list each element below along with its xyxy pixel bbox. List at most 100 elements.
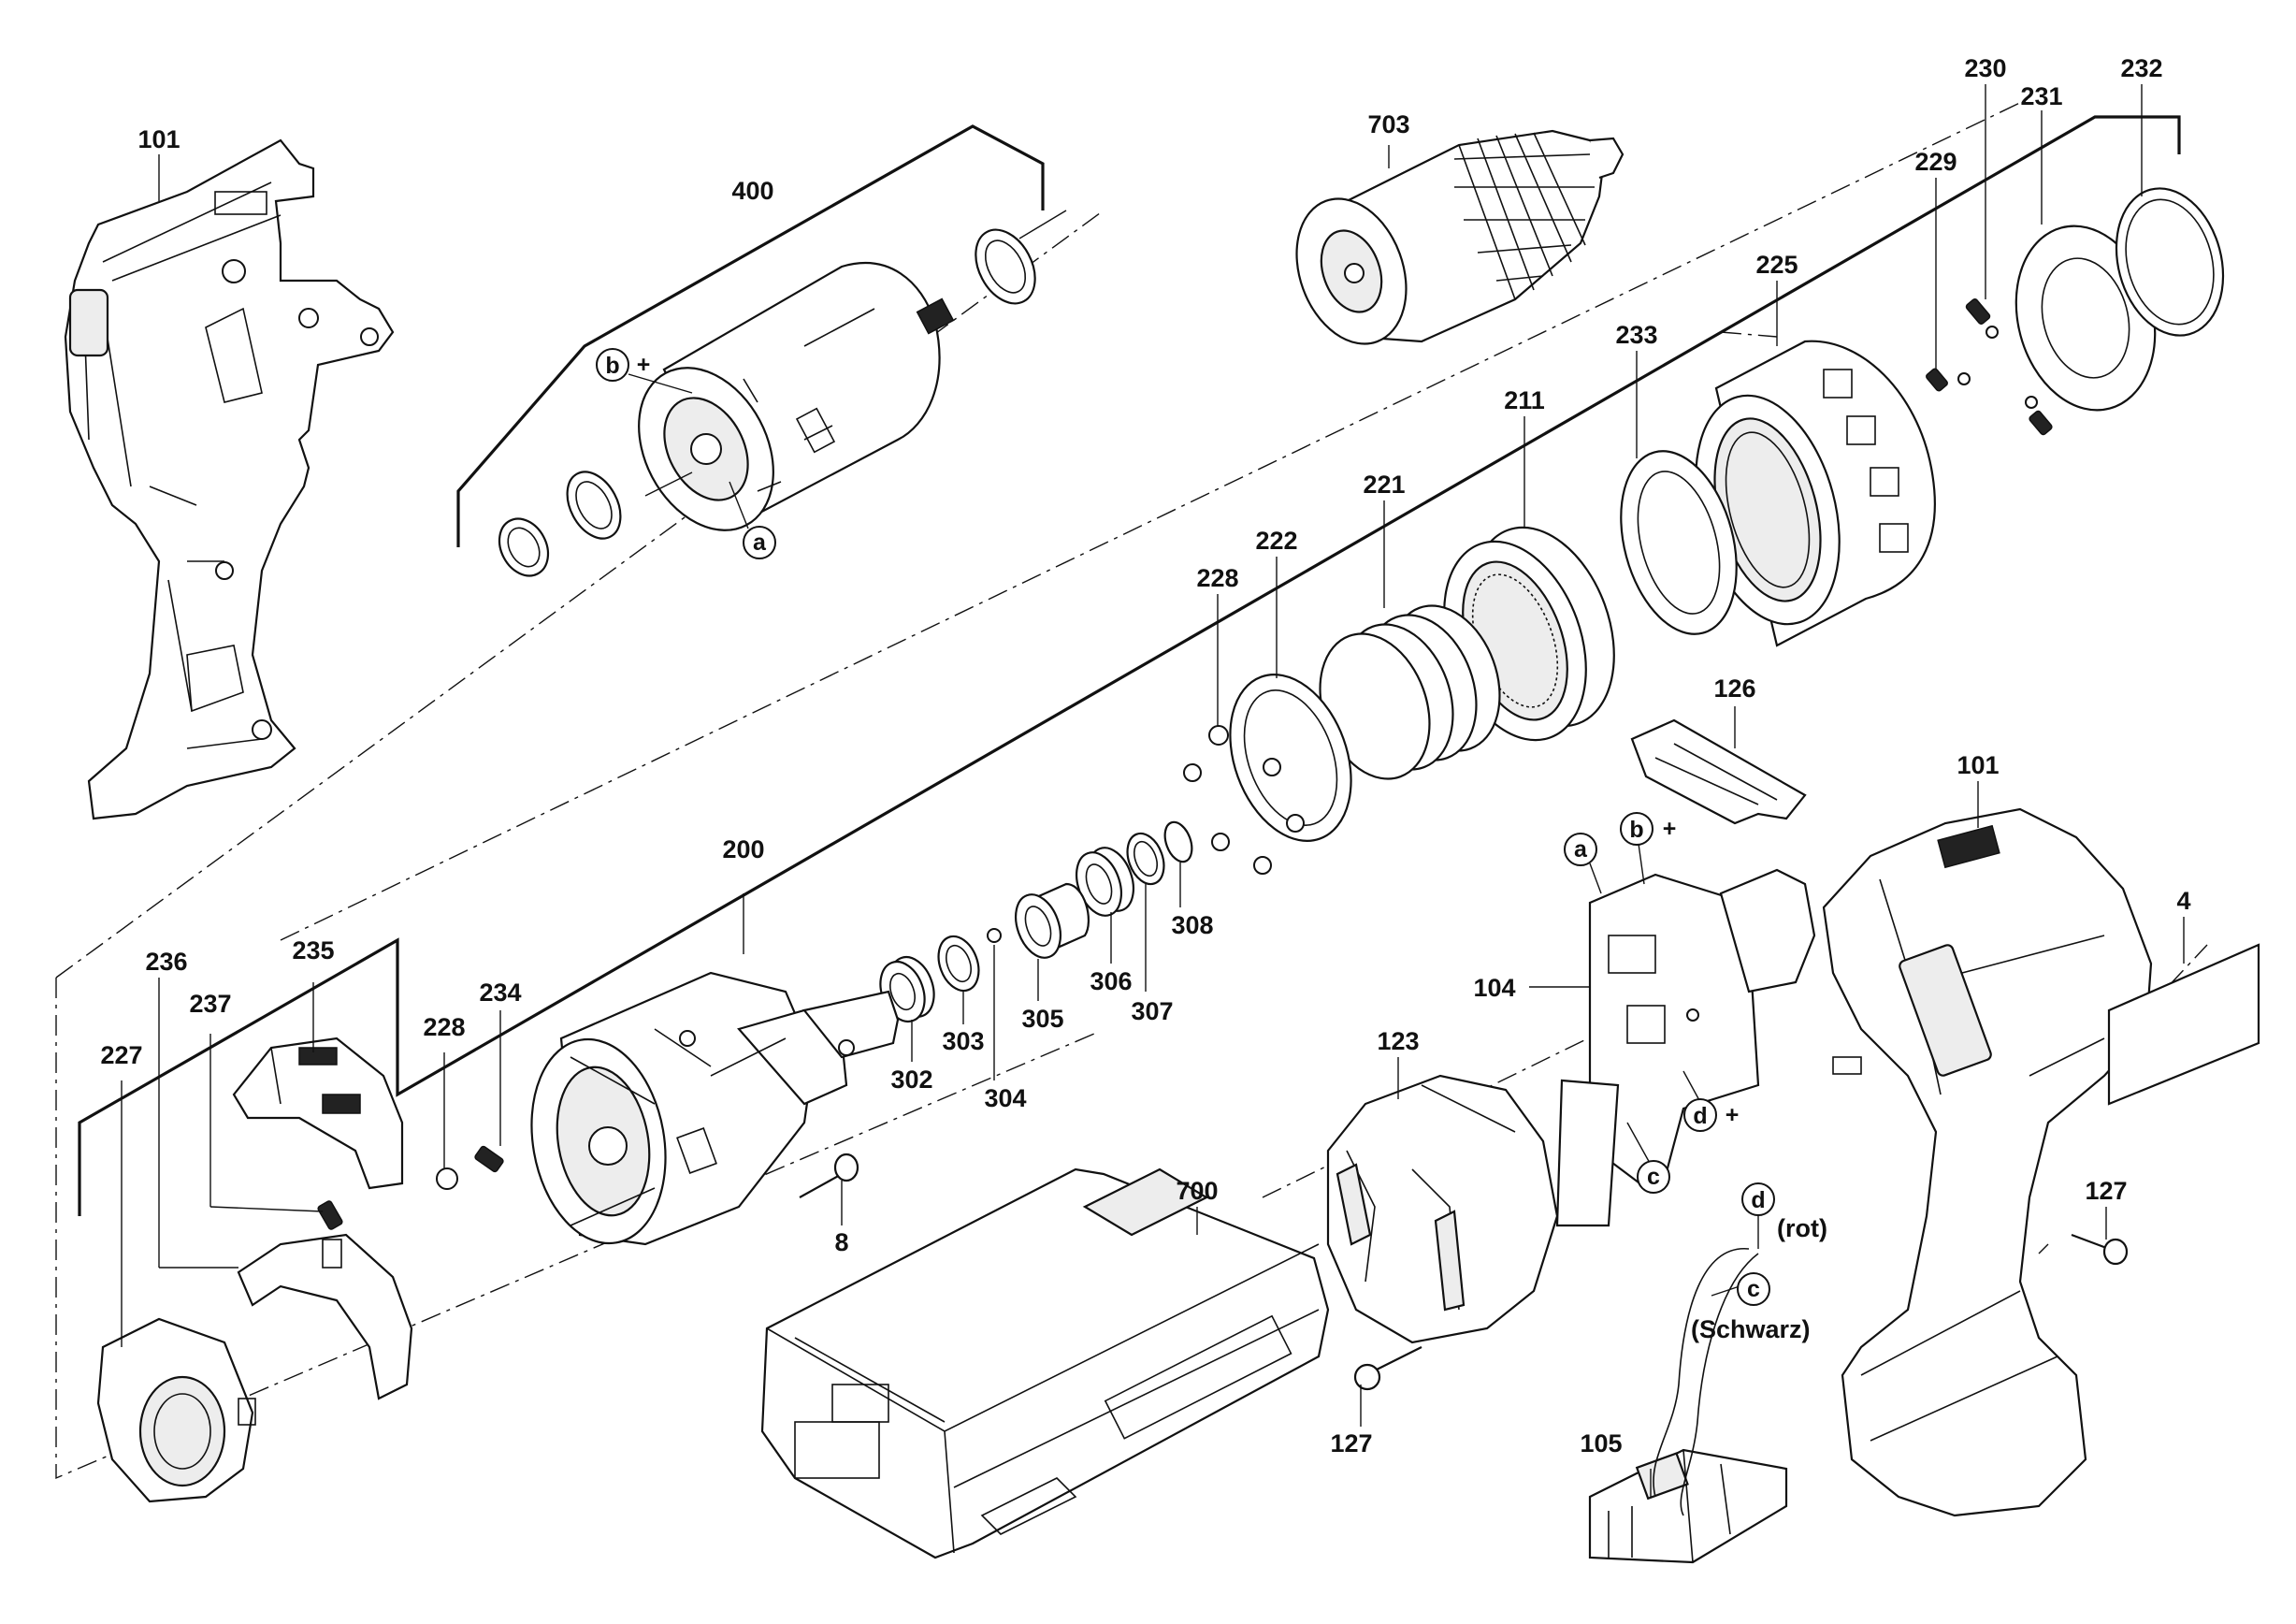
- bracket-ring-236: [237, 1233, 413, 1400]
- svg-text:c: c: [1647, 1164, 1660, 1190]
- housing-half-left: [64, 138, 395, 820]
- part-label-234: 234: [479, 979, 521, 1007]
- part-label-228-left: 228: [423, 1013, 465, 1041]
- motor-cover-123: [1326, 1074, 1559, 1344]
- part-label-703: 703: [1367, 110, 1409, 138]
- part-label-126: 126: [1713, 674, 1755, 703]
- part-label-303: 303: [942, 1027, 984, 1055]
- part-label-101-left: 101: [137, 125, 180, 153]
- part-label-225: 225: [1755, 251, 1798, 279]
- part-label-211: 211: [1504, 386, 1545, 414]
- battery-terminal-105: [1588, 1248, 1788, 1564]
- screw-127-right: [2071, 1233, 2129, 1266]
- part-label-302: 302: [890, 1066, 932, 1094]
- spring-234: [474, 1145, 504, 1173]
- svg-text:+: +: [1726, 1102, 1740, 1128]
- svg-text:d: d: [1751, 1187, 1765, 1213]
- connector-a-switch: a: [1564, 833, 1597, 866]
- clip-126: [1630, 718, 1807, 825]
- ring-233: [1620, 450, 1738, 635]
- part-label-127-mid: 127: [1330, 1429, 1372, 1457]
- keyless-chuck: [1295, 129, 1625, 345]
- small-springs-balls: [1926, 298, 2053, 436]
- part-label-230: 230: [1964, 54, 2006, 82]
- part-label-105: 105: [1580, 1429, 1622, 1457]
- part-label-304: 304: [984, 1084, 1026, 1112]
- gear-selector-ring: [1695, 340, 1936, 647]
- part-label-200: 200: [722, 835, 764, 863]
- screw-127-mid: [1353, 1346, 1422, 1391]
- part-label-4: 4: [2176, 887, 2190, 915]
- label-4: [2107, 943, 2260, 1106]
- front-collar-227: [96, 1317, 256, 1503]
- svg-text:+: +: [637, 352, 651, 378]
- wire-note-schwarz: (Schwarz): [1691, 1315, 1811, 1343]
- part-labels: 101 400 703 230 231 232 229 225 233 211 …: [100, 54, 2190, 1457]
- motor-retaining-ring: [498, 517, 550, 577]
- balls-228-top: [1183, 725, 1272, 875]
- part-label-236: 236: [145, 948, 187, 976]
- selector-cap-235: [232, 1037, 404, 1190]
- ring-232: [2115, 187, 2225, 337]
- spring-washer: [1229, 674, 1352, 842]
- svg-text:c: c: [1747, 1276, 1760, 1302]
- connector-d-wire: d: [1741, 1182, 1775, 1216]
- connector-d-switch: d +: [1683, 1098, 1740, 1132]
- sleeve-305: [1015, 882, 1090, 959]
- part-label-104: 104: [1473, 974, 1515, 1002]
- spring-237: [317, 1200, 343, 1230]
- part-label-227: 227: [100, 1041, 142, 1069]
- part-label-221: 221: [1363, 471, 1405, 499]
- part-label-233: 233: [1615, 321, 1657, 349]
- screw-8: [799, 1153, 859, 1198]
- bracket-200: [78, 115, 2181, 1216]
- ball-304: [987, 928, 1002, 943]
- svg-text:a: a: [753, 529, 767, 556]
- connector-leaders: [628, 373, 1759, 1297]
- part-label-232: 232: [2120, 54, 2162, 82]
- part-label-123: 123: [1377, 1027, 1419, 1055]
- ball-228-left: [436, 1167, 458, 1190]
- connector-b-motor: b +: [596, 348, 651, 382]
- svg-text:b: b: [605, 353, 619, 379]
- part-label-306: 306: [1090, 967, 1132, 995]
- connector-b-switch: b +: [1620, 812, 1677, 846]
- switch-104: [1555, 868, 1816, 1227]
- motor-washer-front: [566, 471, 622, 540]
- part-label-308: 308: [1171, 911, 1213, 939]
- part-label-305: 305: [1021, 1005, 1063, 1033]
- svg-text:b: b: [1629, 817, 1643, 843]
- connector-a-motor: a: [743, 526, 776, 559]
- part-label-237: 237: [189, 990, 231, 1018]
- part-label-235: 235: [292, 936, 334, 964]
- wire-note-rot: (rot): [1777, 1214, 1827, 1242]
- connector-c-switch: c: [1637, 1160, 1670, 1194]
- part-label-231: 231: [2020, 82, 2062, 110]
- motor-washer-rear: [975, 228, 1036, 305]
- leader-lines: [121, 84, 2185, 1497]
- ring-303: [937, 935, 980, 993]
- part-label-101-right: 101: [1957, 751, 1999, 779]
- svg-text:+: +: [1663, 816, 1677, 842]
- connector-c-wire: c: [1737, 1272, 1770, 1306]
- housing-right: [1822, 807, 2153, 1517]
- compression-spring: [1319, 604, 1501, 780]
- svg-text:d: d: [1693, 1103, 1707, 1129]
- ring-307: [1126, 832, 1165, 886]
- part-label-307: 307: [1131, 997, 1173, 1025]
- gearbox-assembly: [530, 971, 900, 1246]
- bracket-400: [456, 124, 1045, 547]
- motor-assembly: [638, 262, 955, 531]
- bearing-302: [879, 955, 935, 1023]
- part-label-8: 8: [834, 1228, 848, 1256]
- part-label-229: 229: [1914, 148, 1957, 176]
- carrying-case: [760, 1167, 1330, 1559]
- part-label-222: 222: [1255, 527, 1297, 555]
- part-label-700: 700: [1176, 1177, 1218, 1205]
- bearing-306: [1076, 847, 1134, 917]
- part-label-400: 400: [731, 177, 773, 205]
- svg-text:a: a: [1574, 836, 1588, 863]
- part-label-228-top: 228: [1196, 564, 1238, 592]
- part-label-127-right: 127: [2085, 1177, 2127, 1205]
